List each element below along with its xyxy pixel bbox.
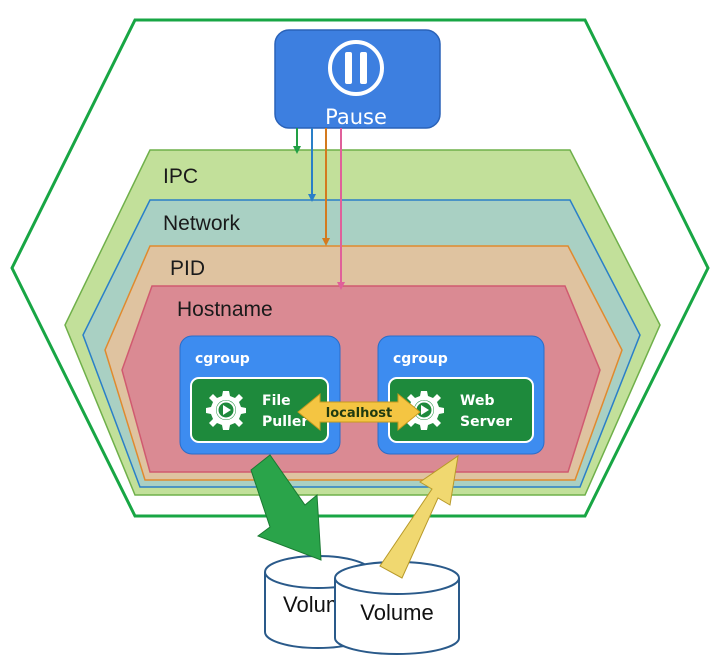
cgroup-web-server: cgroup Web Server — [377, 335, 545, 455]
volume-front: Volume — [334, 561, 460, 655]
volume-label-front: Volume — [360, 600, 433, 625]
file-puller-label-line2: Puller — [262, 414, 308, 430]
pause-icon — [328, 40, 384, 96]
localhost-link: localhost — [297, 392, 421, 432]
cgroup-label: cgroup — [195, 351, 250, 367]
ipc-label: IPC — [163, 165, 198, 188]
cgroup-label: cgroup — [393, 351, 448, 367]
pause-label: Pause — [325, 105, 387, 129]
gear-icon — [205, 390, 247, 431]
file-puller-label-line1: File — [262, 393, 291, 409]
web-server-label-line1: Web — [460, 393, 494, 409]
write-arrow-down — [250, 454, 322, 561]
cgroup-file-puller: cgroup File Puller — [179, 335, 341, 455]
read-arrow-up — [379, 454, 459, 579]
localhost-label: localhost — [326, 406, 392, 421]
hostname-label: Hostname — [177, 298, 273, 321]
network-label: Network — [163, 212, 241, 235]
web-server-label-line2: Server — [460, 414, 512, 430]
pause-container: Pause — [274, 29, 441, 129]
pid-label: PID — [170, 257, 205, 280]
